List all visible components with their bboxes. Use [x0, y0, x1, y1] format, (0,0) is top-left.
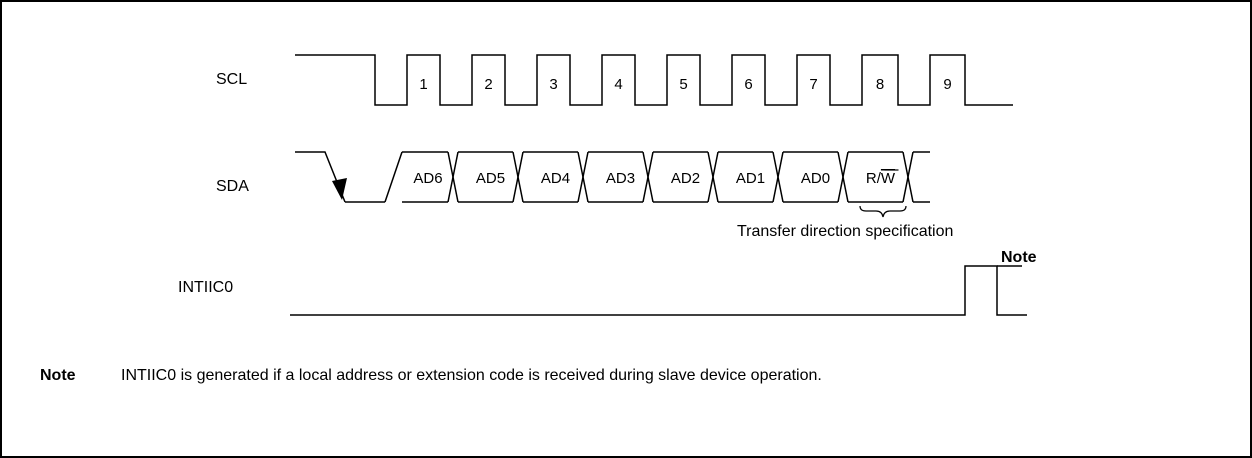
sda-waveform [295, 151, 930, 203]
scl-pulse-1: 1 [419, 76, 427, 93]
scl-pulse-6: 6 [744, 76, 752, 93]
sda-bit-ad4: AD4 [541, 170, 570, 187]
sda-start-edge [295, 151, 346, 203]
rw-brace [859, 205, 907, 218]
scl-pulse-5: 5 [679, 76, 687, 93]
sda-bit-rw: R/W [866, 170, 896, 187]
scl-pulse-4: 4 [614, 76, 622, 93]
sda-start-arrow [332, 178, 347, 200]
sda-bit-labels: AD6 AD5 AD4 AD3 AD2 AD1 AD0 R/W [413, 169, 899, 187]
scl-pulse-2: 2 [484, 76, 492, 93]
sda-bit-ad0: AD0 [801, 170, 830, 187]
sda-bit-ad2: AD2 [671, 170, 700, 187]
sda-bit-ad1: AD1 [736, 170, 765, 187]
sda-bit-ad3: AD3 [606, 170, 635, 187]
intiic0-note-marker: Note [1001, 249, 1037, 266]
intiic0-label: INTIIC0 [178, 279, 233, 296]
sda-label: SDA [216, 178, 249, 195]
sda-bit-ad6: AD6 [413, 170, 442, 187]
scl-pulse-7: 7 [809, 76, 817, 93]
scl-pulse-9: 9 [943, 76, 951, 93]
rw-annotation: Transfer direction specification [737, 223, 953, 240]
scl-pulse-8: 8 [876, 76, 884, 93]
footnote-label: Note [40, 367, 76, 384]
scl-pulse-numbers: 1 2 3 4 5 6 7 8 9 [419, 76, 951, 93]
sda-bit-ad5: AD5 [476, 170, 505, 187]
intiic0-waveform [290, 265, 1027, 316]
scl-label: SCL [216, 71, 247, 88]
scl-waveform [295, 54, 1013, 106]
footnote-text: INTIIC0 is generated if a local address … [121, 367, 822, 384]
scl-pulse-3: 3 [549, 76, 557, 93]
